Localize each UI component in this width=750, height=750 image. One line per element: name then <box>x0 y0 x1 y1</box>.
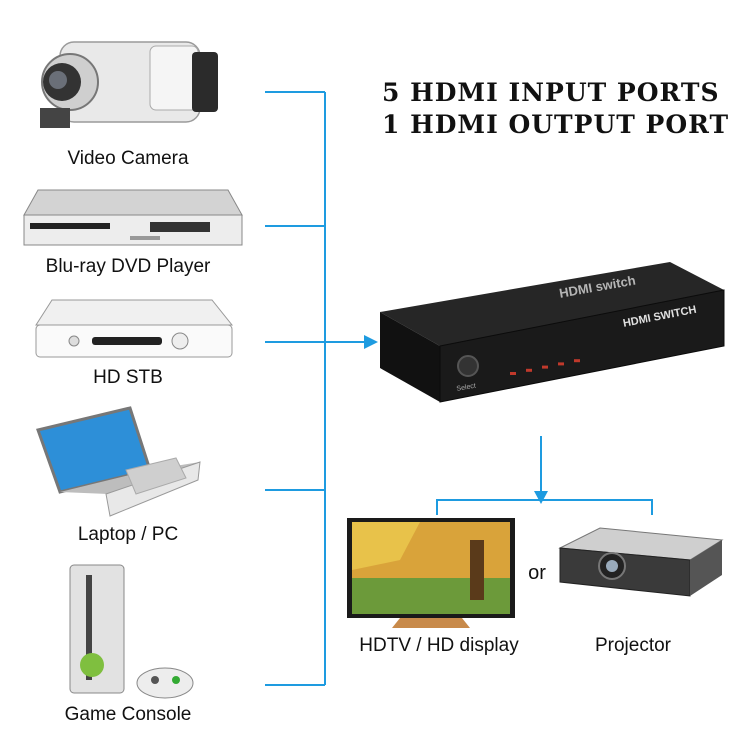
video-camera-icon <box>40 41 218 128</box>
laptop-icon <box>36 406 201 517</box>
port-led-3 <box>542 365 548 369</box>
label-laptop: Laptop / PC <box>77 524 179 545</box>
headline-line-2: 1 HDMI OUTPUT PORT <box>382 110 730 139</box>
label-bluray: Blu-ray DVD Player <box>45 256 211 277</box>
label-game-console: Game Console <box>64 704 192 725</box>
label-hdtv: HDTV / HD display <box>359 635 519 656</box>
label-video-camera: Video Camera <box>67 148 189 169</box>
port-led-4 <box>558 362 564 366</box>
label-or: or <box>528 562 546 584</box>
set-top-box-icon <box>35 299 234 358</box>
bluray-player-icon <box>23 189 243 246</box>
headline-line-1: 5 HDMI INPUT PORTS <box>382 78 720 107</box>
hdtv-icon <box>347 518 515 628</box>
port-led-2 <box>526 368 532 372</box>
output-split-line <box>436 499 653 515</box>
arrow-to-switch <box>364 335 378 349</box>
port-led-1 <box>510 372 516 375</box>
hdmi-switch-device <box>380 262 725 403</box>
label-projector: Projector <box>594 635 672 656</box>
label-stb: HD STB <box>93 367 163 388</box>
arrow-to-outputs <box>534 491 548 504</box>
projector-icon <box>558 527 724 597</box>
port-led-5 <box>574 359 580 363</box>
game-console-icon <box>69 564 194 699</box>
